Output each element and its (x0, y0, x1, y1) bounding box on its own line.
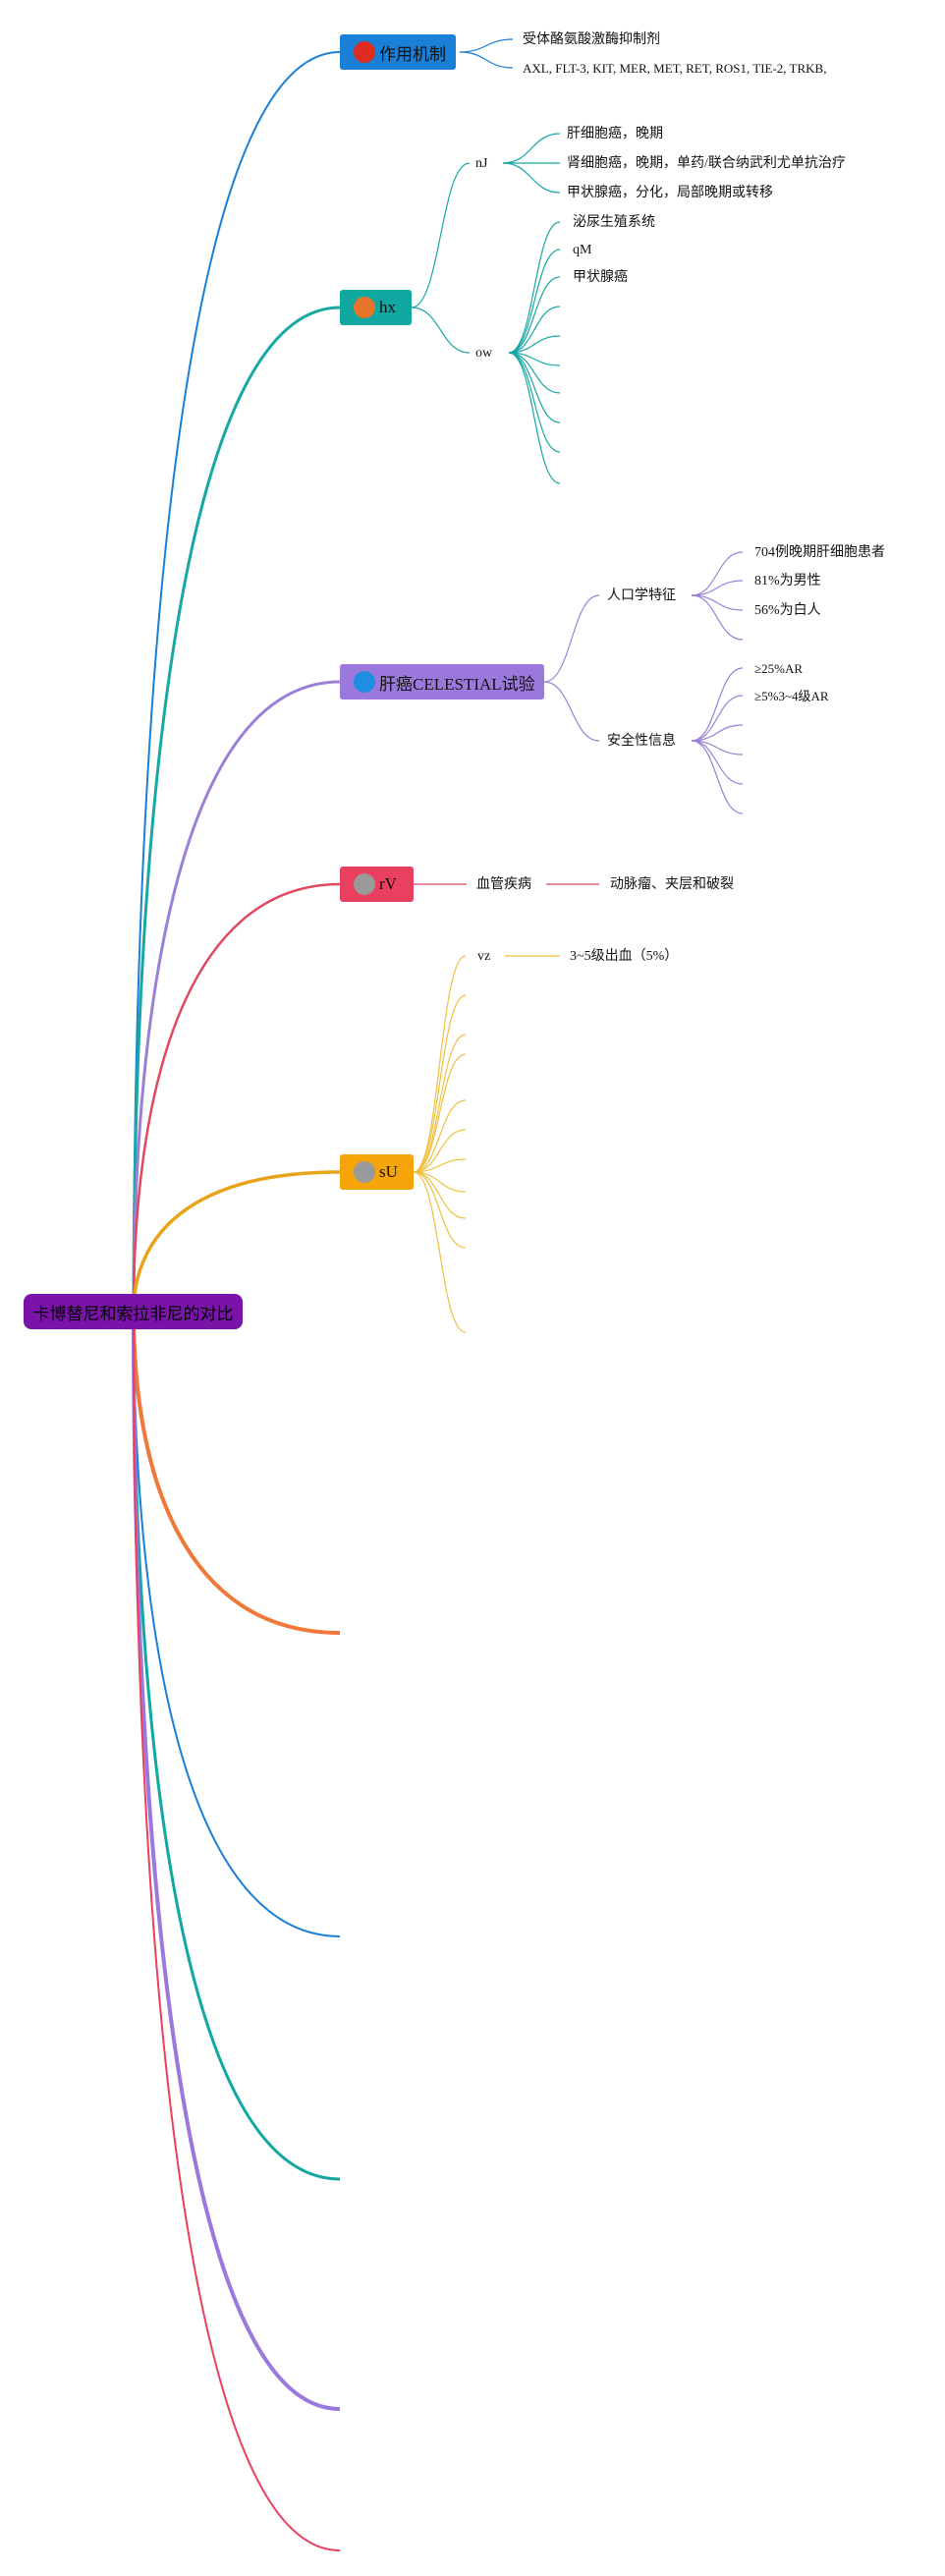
subtopic-link (413, 1171, 467, 1333)
leaf-label: 704例晚期肝细胞患者 (754, 545, 885, 560)
branch-label: 作用机制 (379, 44, 446, 64)
root-link-collapsed-2 (133, 1311, 341, 1937)
branch-node-celestial-trial[interactable]: 肝癌CELESTIAL试验 (340, 664, 544, 700)
root-link-bleeding (132, 1170, 341, 1313)
root-link-collapsed-1 (132, 1311, 341, 1635)
leaf-label: 甲状腺癌 (573, 270, 628, 285)
leaf-label: ≥5%3~4级AR (754, 689, 829, 703)
leaf-link (691, 740, 744, 814)
leaf-link (508, 249, 561, 354)
leaf-label: 动脉瘤、夹层和破裂 (610, 877, 734, 892)
subtopic-label: vz (477, 949, 491, 964)
root-node[interactable]: 卡博替尼和索拉非尼的对比 (24, 1294, 243, 1329)
leaf-label: 81%为男性 (754, 574, 821, 588)
subtopic-link (413, 1158, 467, 1173)
leaf-link (691, 667, 744, 742)
leaf-label: AXL, FLT-3, KIT, MER, MET, RET, ROS1, TI… (523, 61, 827, 76)
branch-node-mechanism[interactable]: 作用机制 (340, 34, 456, 70)
leaf-link (691, 551, 744, 596)
subtopic-label: 血管疾病 (476, 877, 531, 892)
leaf-label: qM (573, 243, 592, 257)
root-link-mechanism (133, 51, 341, 1313)
branch-icon (354, 671, 375, 693)
subtopic-link (413, 1099, 467, 1173)
branch-label: sU (379, 1162, 398, 1181)
root-link-vascular (132, 882, 341, 1313)
leaf-link (459, 51, 514, 69)
branch-node-indications[interactable]: hx (340, 290, 412, 325)
leaf-link (691, 594, 744, 641)
subtopic-link (543, 681, 600, 742)
leaf-link (691, 695, 744, 742)
subtopic-link (411, 162, 471, 308)
root-label: 卡博替尼和索拉非尼的对比 (32, 1304, 234, 1323)
branch-label: hx (379, 298, 396, 316)
leaf-link (459, 38, 514, 53)
branch-label: rV (379, 874, 397, 893)
leaf-label: 泌尿生殖系统 (573, 215, 655, 230)
branch-node-vascular[interactable]: rV (340, 867, 414, 902)
subtopic-link (413, 955, 467, 1173)
leaf-link (691, 724, 744, 742)
leaf-label: 受体酪氨酸激酶抑制剂 (523, 32, 660, 47)
leaf-label: 肾细胞癌，晚期，单药/联合纳武利尤单抗治疗 (567, 156, 846, 171)
root-link-collapsed-4 (132, 1311, 341, 2411)
branch-node-bleeding[interactable]: sU (340, 1154, 414, 1190)
subtopic-label: 人口学特征 (607, 588, 676, 603)
subtopic-link (543, 594, 600, 683)
root-link-celestial (132, 680, 341, 1313)
leaf-link (508, 352, 561, 453)
leaf-link (691, 740, 744, 756)
leaf-link (502, 133, 561, 164)
leaf-label: ≥25%AR (754, 661, 804, 676)
branch-icon (354, 1161, 375, 1183)
leaf-link (691, 740, 744, 785)
subtopic-link (413, 994, 467, 1173)
subtopic-label: 安全性信息 (607, 734, 676, 749)
subtopic-link (413, 1171, 467, 1219)
subtopic-link (413, 1171, 467, 1249)
leaf-label: 肝细胞癌，晚期 (567, 127, 663, 141)
branch-icon (354, 297, 375, 318)
leaf-link (691, 580, 744, 596)
leaf-label: 56%为白人 (754, 603, 821, 618)
leaf-link (508, 306, 561, 354)
leaf-label: 3~5级出血（5%） (570, 949, 679, 964)
leaf-link (691, 594, 744, 611)
leaf-link (508, 335, 561, 354)
leaf-link (508, 276, 561, 354)
root-link-indications (132, 306, 341, 1313)
branch-label: 肝癌CELESTIAL试验 (379, 674, 535, 694)
subtopic-label: ow (475, 346, 493, 361)
leaf-link (508, 221, 561, 354)
root-link-collapsed-5 (133, 1311, 341, 2551)
leaf-link (508, 352, 561, 484)
branch-icon (354, 873, 375, 895)
leaf-label: 甲状腺癌，分化，局部晚期或转移 (567, 186, 773, 200)
subtopic-link (413, 1034, 467, 1173)
branch-icon (354, 41, 375, 63)
leaf-link (508, 352, 561, 423)
subtopic-link (413, 1129, 467, 1173)
subtopic-link (411, 307, 471, 354)
leaf-link (502, 162, 561, 194)
leaf-link (508, 352, 561, 394)
subtopic-label: nJ (475, 156, 488, 171)
subtopic-link (413, 1053, 467, 1173)
